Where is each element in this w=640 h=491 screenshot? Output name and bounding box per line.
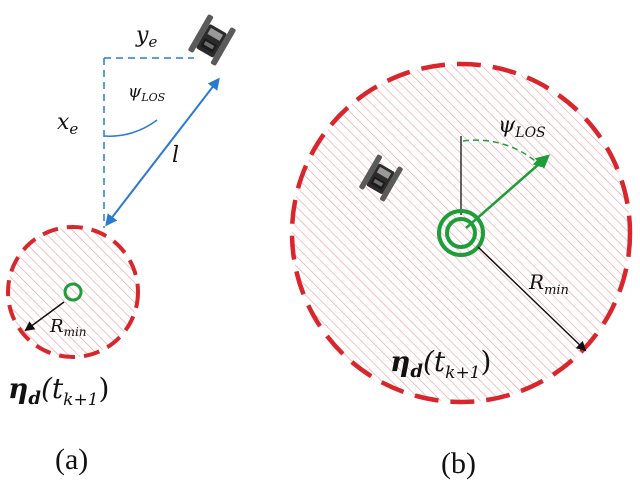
xe-label: xe <box>57 110 78 138</box>
eta-label-b: ηd(tk+1) <box>390 345 491 383</box>
psi-los-arc-a <box>103 119 158 137</box>
distance-label: l <box>172 143 179 168</box>
psi-los-arc-b <box>462 139 543 168</box>
los-distance-arrow <box>105 77 220 227</box>
panel-b: ψLOS Rmin ηd(tk+1) (b) <box>289 61 633 480</box>
target-ring-icon <box>63 282 83 302</box>
goal-region-a <box>8 227 138 357</box>
caption-b: (b) <box>441 447 476 480</box>
los-heading-arrow <box>465 154 551 229</box>
goal-region-b <box>292 64 630 402</box>
rmin-arrow-a <box>24 301 65 332</box>
rmin-arrow-b <box>477 246 587 352</box>
eta-label-a: ηd(tk+1) <box>8 372 109 410</box>
rmin-label-a: Rmin <box>49 316 87 339</box>
psi-los-label-a: ψLOS <box>128 82 166 104</box>
goal-boundary-a <box>6 225 140 359</box>
psi-los-label-b: ψLOS <box>498 113 546 141</box>
caption-a: (a) <box>55 443 88 476</box>
robot-icon <box>187 13 237 67</box>
ye-label: ye <box>135 23 157 51</box>
target-ring-icon <box>437 209 485 257</box>
panel-a: ye xe ψLOS l Rmin ηd(tk+1) (a) <box>6 13 237 476</box>
rmin-label-b: Rmin <box>528 270 569 298</box>
goal-boundary-b <box>289 61 633 405</box>
